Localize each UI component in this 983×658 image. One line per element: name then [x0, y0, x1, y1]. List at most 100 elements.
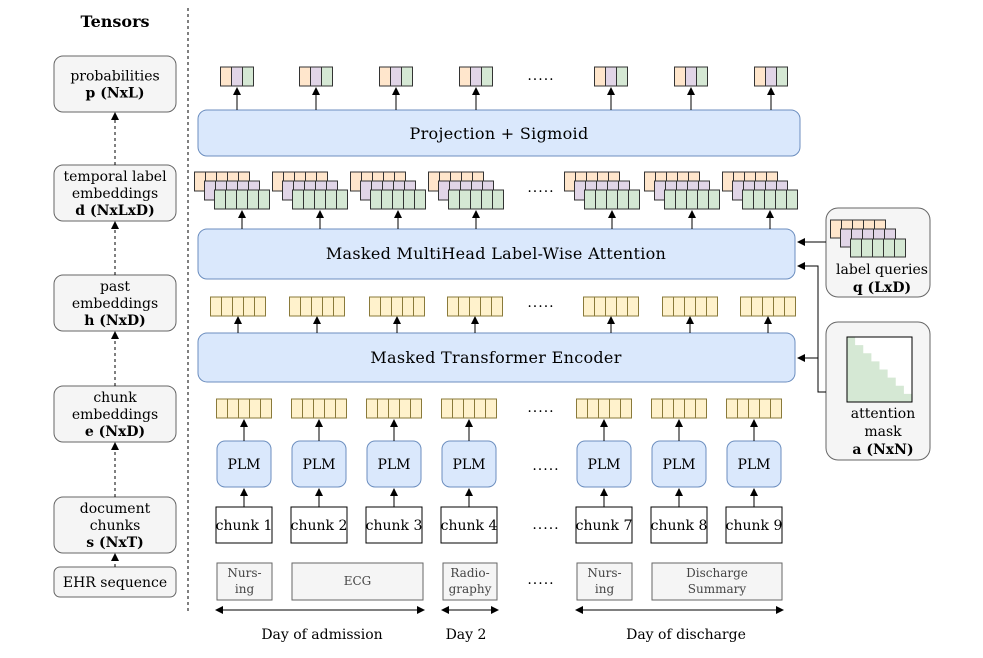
label-embedding-stack	[194, 171, 270, 210]
vector-cell	[696, 66, 708, 87]
projection-sigmoid-label: Projection + Sigmoid	[410, 124, 589, 143]
tensor-symbol: h	[84, 313, 94, 329]
vector-cell	[225, 189, 237, 210]
vector-cell	[894, 238, 906, 258]
vector-cell	[369, 296, 381, 317]
mask-border	[846, 336, 913, 403]
vector-cell	[350, 171, 362, 192]
vector-cell	[214, 189, 226, 210]
chunk-box	[290, 506, 348, 544]
vector-cell	[402, 296, 414, 317]
vector-cell	[726, 398, 738, 419]
label-embedding-layer	[370, 189, 426, 210]
vector-cell	[428, 171, 440, 192]
ellipsis: .....	[527, 180, 554, 196]
probability-vector	[459, 66, 493, 87]
past-embedding-vector	[289, 296, 345, 317]
vector-cell	[584, 189, 596, 210]
vector-cell	[753, 189, 765, 210]
vector-cell	[311, 296, 323, 317]
vector-cell	[392, 189, 404, 210]
vector-cell	[452, 398, 464, 419]
tensor-dims: e (NxD)	[85, 424, 145, 440]
vector-cell	[840, 228, 852, 248]
vector-cell	[204, 180, 216, 201]
vector-cell	[485, 398, 497, 419]
document-label: ECG	[344, 574, 372, 588]
document-box	[442, 562, 498, 601]
vector-cell	[310, 66, 322, 87]
vector-cell	[754, 66, 766, 87]
vector-cell	[872, 238, 884, 258]
day-label: Day 2	[446, 627, 487, 643]
vector-cell	[776, 66, 788, 87]
vector-cell	[594, 66, 606, 87]
vector-cell	[377, 398, 389, 419]
vector-cell	[722, 171, 734, 192]
label-queries-text: label queries	[836, 262, 928, 278]
tensor-name: embeddings	[72, 407, 158, 423]
vector-cell	[463, 398, 475, 419]
vector-cell	[247, 189, 259, 210]
label-embedding-stack	[644, 171, 720, 210]
vector-cell	[576, 398, 588, 419]
label-embedding-stack	[564, 171, 640, 210]
vector-cell	[302, 398, 314, 419]
vector-cell	[459, 66, 471, 87]
vector-cell	[748, 398, 760, 419]
label-embedding-layer	[214, 189, 270, 210]
vector-cell	[325, 189, 337, 210]
chunk-label: chunk 3	[366, 518, 423, 534]
tensor-name: embeddings	[72, 296, 158, 312]
probability-vector	[594, 66, 628, 87]
document-label: graphy	[449, 582, 492, 596]
label-embedding-stack	[428, 171, 504, 210]
chunk-label: chunk 1	[216, 518, 273, 534]
vector-cell	[242, 66, 254, 87]
chunk-box	[365, 506, 423, 544]
tensor-name: temporal label	[63, 169, 167, 185]
vector-cell	[620, 398, 632, 419]
probability-vector	[674, 66, 708, 87]
tensor-dims: h (NxD)	[84, 313, 146, 329]
vector-cell	[684, 296, 696, 317]
vector-cell	[258, 189, 270, 210]
chunk-embedding-vector	[651, 398, 707, 419]
vector-cell	[216, 398, 228, 419]
tensor-name: document	[80, 501, 151, 517]
transformer-encoder-label: Masked Transformer Encoder	[370, 348, 621, 367]
label-embedding-layer	[584, 189, 640, 210]
vector-cell	[403, 189, 415, 210]
vector-cell	[458, 296, 470, 317]
tensor-dims: p (NxL)	[86, 86, 145, 102]
plm-label: PLM	[662, 457, 695, 473]
document-box	[651, 562, 783, 601]
plm-label: PLM	[452, 457, 485, 473]
vector-cell	[737, 398, 749, 419]
probability-vector	[379, 66, 413, 87]
document-box	[216, 562, 273, 601]
vector-cell	[564, 171, 576, 192]
vector-cell	[617, 189, 629, 210]
past-embedding-vector	[583, 296, 639, 317]
vector-cell	[480, 296, 492, 317]
vector-cell	[481, 189, 493, 210]
label-wise-attention-layer	[197, 228, 796, 280]
ellipsis: .....	[527, 68, 554, 84]
vector-cell	[609, 398, 621, 419]
vector-cell	[784, 296, 796, 317]
chunk-embedding-vector	[726, 398, 782, 419]
tensor-name: chunks	[90, 518, 141, 534]
vector-cell	[697, 189, 709, 210]
past-embedding-vector	[662, 296, 718, 317]
chunk-embedding-vector	[366, 398, 422, 419]
document-label: Radio-	[450, 566, 489, 580]
vector-cell	[249, 398, 261, 419]
document-label: ing	[235, 582, 255, 596]
vector-cell	[628, 189, 640, 210]
past-embedding-vector	[369, 296, 425, 317]
projection-sigmoid-layer	[197, 109, 801, 157]
